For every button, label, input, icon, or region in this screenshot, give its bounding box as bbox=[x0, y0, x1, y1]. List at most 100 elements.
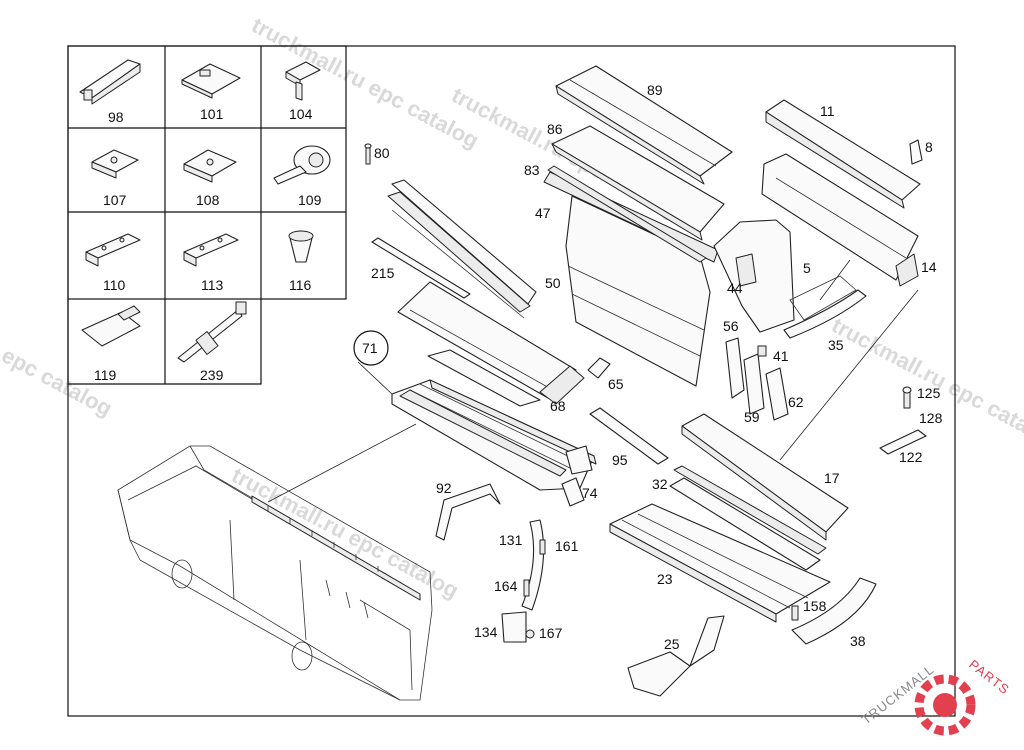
legend-labels: 98 101 104 107 108 109 110 113 116 119 2… bbox=[94, 106, 322, 383]
callout-59: 59 bbox=[744, 409, 760, 425]
legend-part-104 bbox=[285, 61, 321, 101]
callout-161: 161 bbox=[555, 538, 579, 554]
callout-14: 14 bbox=[921, 259, 937, 275]
callout-215: 215 bbox=[371, 265, 395, 281]
part-131-strap bbox=[521, 519, 545, 611]
part-68-panel bbox=[397, 281, 585, 407]
part-92-bracket bbox=[435, 483, 501, 541]
legend-part-107 bbox=[91, 149, 139, 179]
legend-part-108 bbox=[183, 149, 237, 183]
part-134-bracket bbox=[501, 611, 527, 643]
callout-122: 122 bbox=[899, 449, 923, 465]
part-122-plate bbox=[879, 429, 927, 455]
callout-56: 56 bbox=[723, 318, 739, 334]
legend-label-101: 101 bbox=[200, 106, 224, 122]
callout-25: 25 bbox=[664, 636, 680, 652]
callout-44: 44 bbox=[727, 280, 743, 296]
part-71-sill bbox=[391, 379, 597, 491]
callout-35: 35 bbox=[828, 337, 844, 353]
callout-125: 125 bbox=[917, 385, 941, 401]
legend-label-98: 98 bbox=[108, 109, 124, 125]
legend-label-110: 110 bbox=[103, 277, 126, 293]
legend-part-116 bbox=[288, 230, 314, 263]
gear-center-icon bbox=[933, 693, 957, 717]
leader-lines bbox=[267, 259, 919, 503]
watermark-text-4: truckmall.ru epc catalog bbox=[228, 462, 463, 603]
part-41-clip bbox=[757, 345, 767, 357]
part-167-nut bbox=[525, 629, 535, 639]
part-89-rail bbox=[555, 65, 733, 185]
legend-label-104: 104 bbox=[289, 106, 313, 122]
callout-11: 11 bbox=[820, 103, 835, 119]
part-11-rail bbox=[765, 99, 921, 209]
part-5-brace bbox=[789, 275, 857, 321]
watermark-text-5: truckmall.ru epc catalog bbox=[828, 312, 1024, 453]
callout-5: 5 bbox=[803, 260, 811, 276]
callout-8: 8 bbox=[925, 139, 933, 155]
part-86-rail bbox=[551, 125, 725, 241]
part-95-strip bbox=[589, 407, 669, 465]
legend-part-110 bbox=[85, 233, 141, 267]
legend-part-119 bbox=[81, 305, 141, 347]
callout-167: 167 bbox=[539, 625, 563, 641]
legend-label-119: 119 bbox=[94, 367, 117, 383]
legend-part-101 bbox=[181, 63, 241, 99]
callout-74: 74 bbox=[582, 485, 598, 501]
legend-part-109 bbox=[273, 145, 331, 185]
part-14-panel bbox=[761, 153, 919, 287]
legend-grid bbox=[67, 45, 347, 385]
brand-text-truckmall: TRUCKMALL bbox=[859, 662, 937, 728]
callout-131: 131 bbox=[499, 532, 523, 548]
callout-41: 41 bbox=[773, 348, 789, 364]
legend-label-113: 113 bbox=[201, 277, 224, 293]
part-32-rail bbox=[669, 465, 827, 571]
legend-part-98 bbox=[79, 59, 141, 105]
callout-164: 164 bbox=[494, 578, 518, 594]
part-44-bracket bbox=[713, 219, 795, 333]
callout-80: 80 bbox=[374, 145, 390, 161]
callout-labels: 8 11 14 5 44 35 41 56 59 62 17 32 23 25 … bbox=[362, 82, 943, 652]
part-83-rail bbox=[547, 165, 707, 263]
legend-label-109: 109 bbox=[298, 192, 322, 208]
callout-circle-71 bbox=[353, 330, 389, 366]
bus-outline bbox=[117, 445, 433, 701]
part-8-clip bbox=[909, 139, 923, 165]
legend-part-239 bbox=[177, 301, 247, 363]
callout-128: 128 bbox=[919, 410, 943, 426]
legend-label-107: 107 bbox=[103, 192, 127, 208]
part-215-strip bbox=[371, 237, 471, 299]
callout-92: 92 bbox=[436, 480, 452, 496]
part-164-bolt bbox=[523, 579, 530, 597]
watermark-text-1: truckmall.ru epc catalog bbox=[248, 12, 483, 153]
part-65-clip bbox=[587, 357, 611, 379]
part-25-bracket bbox=[627, 615, 725, 697]
callout-23: 23 bbox=[657, 571, 673, 587]
callout-89: 89 bbox=[647, 82, 663, 98]
legend-box bbox=[67, 45, 347, 300]
truckmall-logo: TRUCKMALL PARTS bbox=[859, 657, 1013, 736]
part-17-rail bbox=[681, 413, 849, 541]
part-38-arch bbox=[791, 577, 877, 645]
part-80-strip bbox=[364, 143, 537, 319]
callout-47: 47 bbox=[535, 205, 551, 221]
callout-71: 71 bbox=[362, 340, 378, 356]
callout-86: 86 bbox=[547, 121, 563, 137]
part-23-sill bbox=[609, 503, 831, 623]
legend-label-239: 239 bbox=[200, 367, 224, 383]
part-74-block bbox=[561, 477, 585, 507]
callout-38: 38 bbox=[850, 633, 866, 649]
part-158-bolt bbox=[791, 605, 799, 621]
part-161-bolt bbox=[539, 539, 546, 555]
part-125-bolt bbox=[902, 386, 912, 409]
part-59-trim bbox=[743, 353, 765, 415]
part-56-trim bbox=[725, 337, 745, 399]
callout-95: 95 bbox=[612, 452, 628, 468]
legend-label-108: 108 bbox=[196, 192, 220, 208]
callout-65: 65 bbox=[608, 376, 624, 392]
brand-text-parts: PARTS bbox=[966, 657, 1012, 698]
callout-17: 17 bbox=[824, 470, 840, 486]
part-35-arch bbox=[783, 289, 867, 339]
callout-50: 50 bbox=[545, 275, 561, 291]
callout-83: 83 bbox=[524, 162, 540, 178]
